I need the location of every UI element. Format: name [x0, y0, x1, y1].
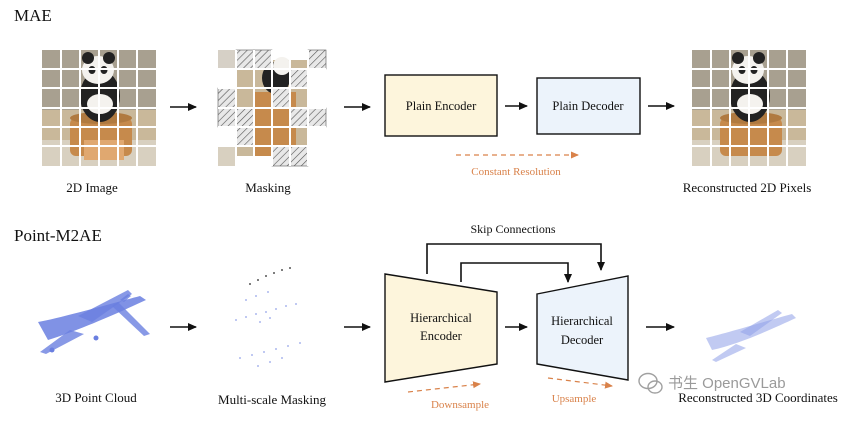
reconstructed-airplane	[706, 310, 796, 362]
hier-encoder-line1: Hierarchical	[410, 311, 472, 325]
plain-encoder-box	[384, 74, 498, 137]
upsample-arrow	[547, 377, 613, 389]
skip-connections-label: Skip Connections	[470, 222, 555, 236]
downsample-label: Downsample	[431, 399, 489, 411]
watermark: 书生 OpenGVLab	[668, 375, 786, 392]
skip-connections	[426, 243, 605, 283]
plain-decoder-label: Plain Decoder	[552, 99, 624, 113]
point-m2ae-title: Point-M2AE	[14, 226, 102, 245]
downsample-arrow	[407, 381, 481, 393]
constant-resolution-label: Constant Resolution	[471, 166, 561, 178]
mae-title: MAE	[14, 6, 52, 25]
reconstructed-pixels-caption: Reconstructed 2D Pixels	[682, 180, 812, 195]
panda-image	[42, 50, 156, 166]
multiscale-masking-caption: Multi-scale Masking	[218, 392, 326, 407]
hier-decoder-line2: Decoder	[561, 333, 604, 347]
wechat-icon	[638, 372, 663, 394]
image-caption: 2D Image	[66, 180, 118, 195]
hierarchical-decoder-box	[536, 275, 629, 381]
plain-encoder-label: Plain Encoder	[406, 99, 477, 113]
point-cloud-caption: 3D Point Cloud	[55, 390, 137, 405]
reconstructed-coords-caption: Reconstructed 3D Coordinates	[678, 390, 838, 405]
upsample-label: Upsample	[552, 393, 597, 405]
plain-decoder-box	[536, 77, 641, 135]
masked-image	[217, 49, 327, 167]
masking-caption: Masking	[245, 180, 291, 195]
hier-encoder-line2: Encoder	[420, 329, 462, 343]
point-cloud-airplane	[38, 290, 150, 354]
hier-decoder-line1: Hierarchical	[551, 314, 613, 328]
multiscale-masked-clouds	[235, 267, 301, 367]
hierarchical-encoder-box	[384, 273, 498, 383]
reconstructed-panda-image	[692, 50, 806, 166]
